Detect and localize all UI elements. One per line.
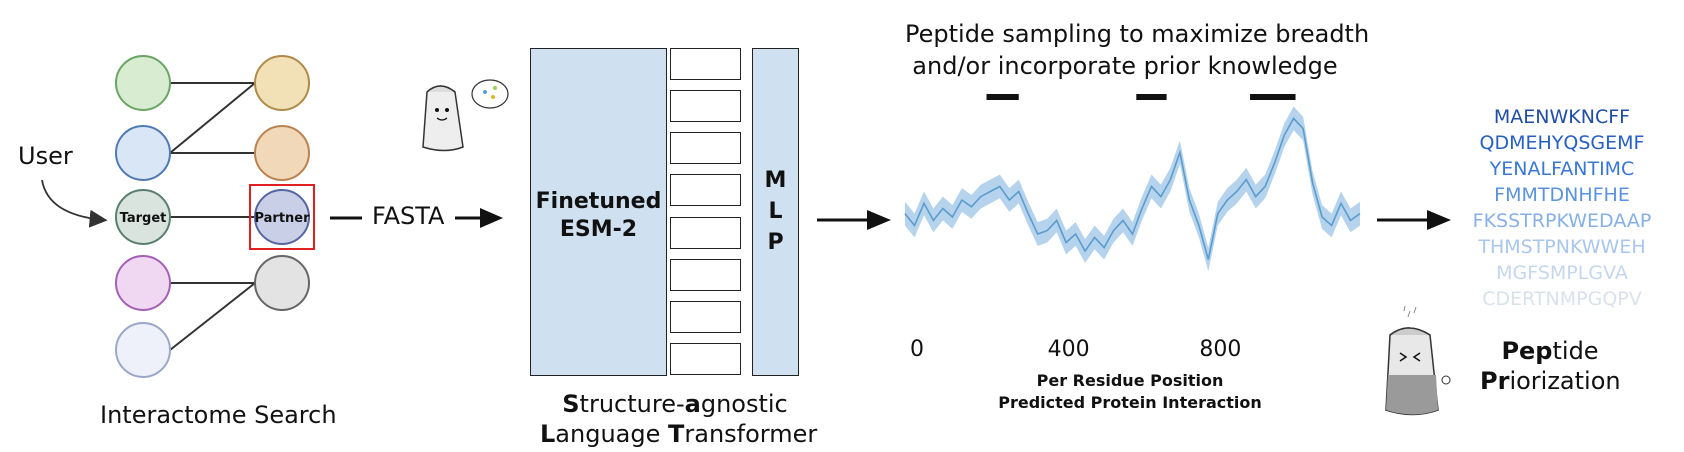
xlabel-line1: Per Residue Position [1036,371,1224,390]
user-label: User [18,142,73,170]
peptide-sequence: FKSSTRPKWEDAAP [1472,210,1652,232]
salt-shaker-mascot-icon [422,79,509,152]
transformer-layer [670,90,741,122]
sampling-title-line1: Peptide sampling to maximize breadth [905,20,1370,48]
sampled-region-bar [986,94,1019,100]
peptide-sequence: MGFSMPLGVA [1496,262,1628,284]
transformer-layer [670,217,741,249]
partner-label: Partner [254,211,310,226]
xlabel-line2: Predicted Protein Interaction [998,393,1262,412]
confidence-band [905,106,1360,272]
peptide-sequence: YENALFANTIMC [1489,158,1635,180]
node-right-4 [254,255,310,311]
shaker-mascot-2-icon [1385,305,1451,416]
graph-edges [169,82,256,351]
sampling-title-line2: and/or incorporate prior knowledge [912,52,1338,80]
esm-label-line2: ESM-2 [559,217,638,242]
node-target [115,189,171,245]
sampled-region-bar [1250,94,1296,100]
mlp-block [752,48,799,376]
transformer-layer [670,343,741,375]
mlp-label: M L P [752,165,799,258]
node-right-1 [254,55,310,111]
transformer-layer [670,301,741,333]
partner-highlight-box [249,184,315,250]
x-tick-label: 800 [1199,337,1241,362]
transformer-layer [670,132,741,164]
node-partner [254,189,310,245]
prioritization-label: Peptide Priorization [1480,337,1621,395]
node-left-1 [115,55,171,111]
user-arrow [41,179,108,228]
transformer-layer [670,174,741,206]
node-left-4 [115,255,171,311]
mlp-letter-p: P [767,230,784,255]
sampled-region-bar [1136,94,1167,100]
node-right-2 [254,125,310,181]
x-tick-label: 0 [910,337,924,362]
chart-xlabel: Per Residue Position Predicted Protein I… [990,370,1270,414]
esm-label: Finetuned ESM-2 [530,188,667,244]
mlp-letter-l: L [768,199,783,224]
peptide-sequence: CDERTNMPGQPV [1482,288,1642,310]
esm-block [530,48,667,376]
x-tick-label: 400 [1048,337,1090,362]
node-left-2 [115,125,171,181]
arrow-to-chart [817,210,891,230]
fasta-arrow [330,208,503,228]
transformer-layer [670,259,741,291]
transformer-layer [670,48,741,80]
mlp-letter-m: M [764,168,787,193]
target-label: Target [120,211,167,226]
sampling-title: Peptide sampling to maximize breadth and… [905,18,1370,82]
peptide-sequence-list: MAENWKNCFF QDMEHYQSGEMF YENALFANTIMC FMMTDN… [1462,104,1662,312]
peptide-sequence: THMSTPNKWWEH [1478,236,1646,258]
interaction-line [904,117,1361,260]
arrow-to-peptides [1377,210,1451,230]
peptide-sequence: FMMTDNHFHE [1494,184,1630,206]
peptide-sequence: QDMEHYQSGEMF [1479,132,1645,154]
interactome-caption: Interactome Search [100,401,337,429]
node-left-5 [115,322,171,378]
peptide-sequence: MAENWKNCFF [1493,106,1631,128]
fasta-label: FASTA [372,202,445,230]
interactome-graph: Target Partner [41,55,315,378]
esm-label-line1: Finetuned [535,189,662,214]
model-caption: Structure-agnostic Language Transformer [540,390,818,448]
